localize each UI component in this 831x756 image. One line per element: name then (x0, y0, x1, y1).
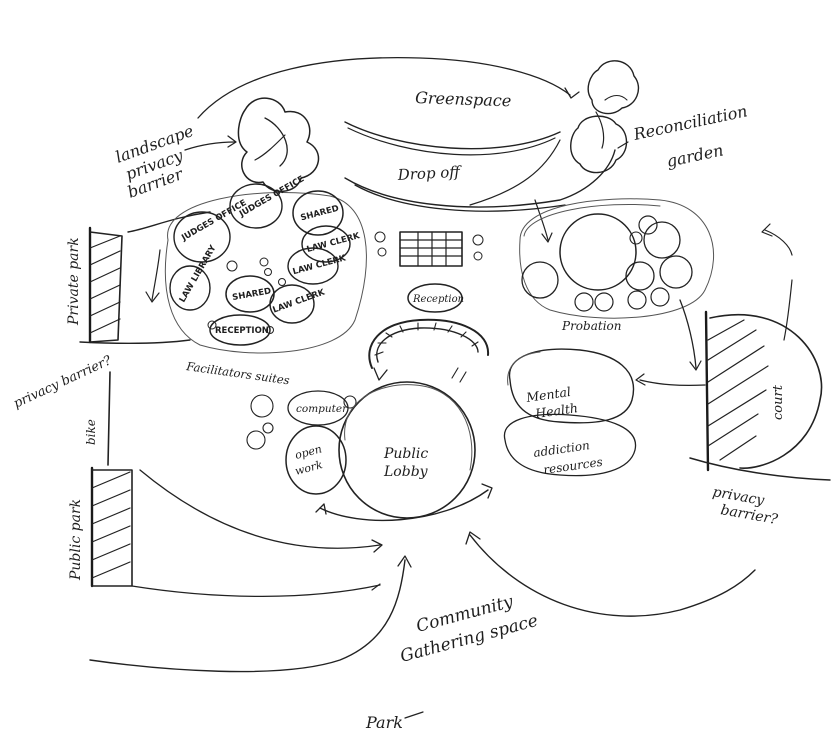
tree-cluster-right (570, 60, 640, 174)
park-label: Park (365, 713, 403, 732)
probation: Probation (519, 198, 714, 333)
law-library-label: LAW LIBRARY (178, 243, 219, 304)
reception-center: Reception (368, 231, 490, 383)
facilitators-suites-label: Facilitators suites (185, 359, 291, 387)
greenspace-area: Greenspace (197, 57, 580, 156)
probation-label: Probation (561, 319, 621, 333)
shared-2-label: SHARED (232, 286, 272, 303)
reception-center-label: Reception (412, 294, 464, 305)
judges-office-2-label: JUDGES OFFICE (237, 174, 306, 220)
public-park: Public park (68, 466, 133, 588)
community-gathering-space: Community Gathering space (89, 531, 756, 673)
judges-office-1-label: JUDGES OFFICE (179, 198, 248, 244)
shared-1-label: SHARED (300, 204, 340, 224)
reconciliation-garden-label: garden (665, 140, 725, 171)
private-park: Private park (66, 226, 191, 344)
court: court (635, 223, 831, 481)
court-label: court (771, 384, 786, 420)
law-clerk-2-label: LAW CLERK (292, 253, 348, 277)
privacy-barrier-right-barrier-label: barrier? (719, 502, 779, 528)
mental-health-health-label: Health (533, 400, 578, 421)
mental-health-addiction: Mental Health addiction resources (503, 348, 637, 477)
reconciliation-label: Reconciliation (631, 101, 749, 144)
private-park-label: Private park (66, 237, 82, 326)
computer-label: computer (296, 403, 348, 415)
tree-cluster-left (237, 97, 320, 192)
facilitators-suites: JUDGES OFFICE JUDGES OFFICE SHARED LAW C… (164, 174, 367, 387)
mental-health-label: Mental (524, 384, 571, 405)
public-lobby-lobby-label: Lobby (383, 464, 429, 480)
law-clerk-3-label: LAW CLERK (271, 287, 326, 315)
reception-left-label: RECEPTION (215, 326, 269, 336)
public-park-label: Public park (68, 499, 84, 581)
privacy-barrier-left-label: privacy barrier? (11, 353, 114, 412)
drop-off-area: Drop off (344, 139, 616, 243)
bike-label: bike (84, 419, 98, 445)
greenspace-label: Greenspace (415, 88, 512, 110)
public-lobby-label: Public (383, 446, 428, 462)
drop-off-label: Drop off (396, 163, 462, 184)
addiction-resources-label: resources (542, 455, 603, 477)
public-lobby-area: computer Public Lobby open work (246, 381, 493, 522)
